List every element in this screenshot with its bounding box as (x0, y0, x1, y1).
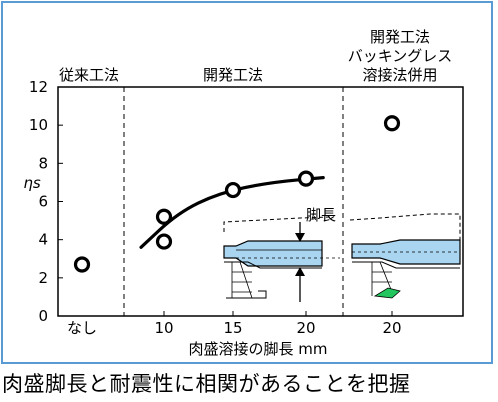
x-tick-label-2: 15 (223, 319, 242, 337)
data-point-0 (73, 256, 91, 273)
group-label-2-1: バッキングレス (348, 47, 453, 65)
diagram-weld-bead (223, 240, 323, 267)
data-points (73, 115, 401, 273)
diagram-lower-plate (224, 261, 322, 269)
y-tick-label-4: 4 (38, 231, 48, 249)
diagram-hatching (231, 261, 253, 299)
diagram2-hatching (371, 261, 393, 296)
data-point-4 (297, 170, 315, 187)
weld-section-diagram-backingless (349, 213, 461, 299)
data-point-5 (383, 115, 401, 132)
group-label-1-0: 開発工法 (203, 66, 263, 84)
x-tick-label-4: 20 (382, 319, 401, 337)
diagram-backing (226, 290, 267, 299)
y-tick-label-6: 6 (38, 193, 48, 211)
y-axis-label: ηs (23, 174, 41, 192)
diagram-outline-dashed (223, 216, 331, 232)
x-tick-label-0: なし (67, 319, 97, 337)
plot-area (57, 86, 464, 317)
data-point-3 (224, 181, 242, 199)
group-label-2-2: 溶接法併用 (362, 66, 437, 84)
diagram-arrowhead-down (295, 233, 305, 242)
y-tick-label-2: 2 (38, 269, 48, 287)
diagram2-lower-plate (352, 261, 460, 269)
diagram2-outline-dashed (349, 213, 461, 262)
group-labels: 従来工法開発工法開発工法バッキングレス溶接法併用 (59, 28, 452, 84)
x-tick-label-1: 10 (154, 319, 173, 337)
figure-frame (1, 1, 493, 364)
y-tick-label-10: 10 (29, 116, 48, 134)
weld-section-diagram-developed: 脚長 (223, 206, 340, 302)
x-axis: なし 10 15 20 20 (67, 311, 402, 337)
leg-length-annotation: 脚長 (306, 206, 336, 224)
data-point-2 (155, 233, 173, 250)
group-label-2-0: 開発工法 (370, 28, 430, 46)
y-tick-label-0: 0 (38, 307, 48, 325)
x-axis-label: 肉盛溶接の脚長 mm (189, 340, 328, 358)
data-point-1 (155, 208, 173, 225)
y-tick-label-12: 12 (29, 78, 48, 96)
figure-caption: 肉盛脚長と耐震性に相関があることを把握 (2, 372, 411, 396)
y-tick-label-8: 8 (38, 154, 48, 172)
y-axis: 0 2 4 6 8 10 12 (29, 78, 63, 325)
group-label-0-0: 従来工法 (59, 66, 119, 84)
diagram-arrowhead-up (295, 267, 305, 276)
diagram2-weld-green (373, 287, 401, 299)
x-tick-label-3: 20 (296, 319, 315, 337)
